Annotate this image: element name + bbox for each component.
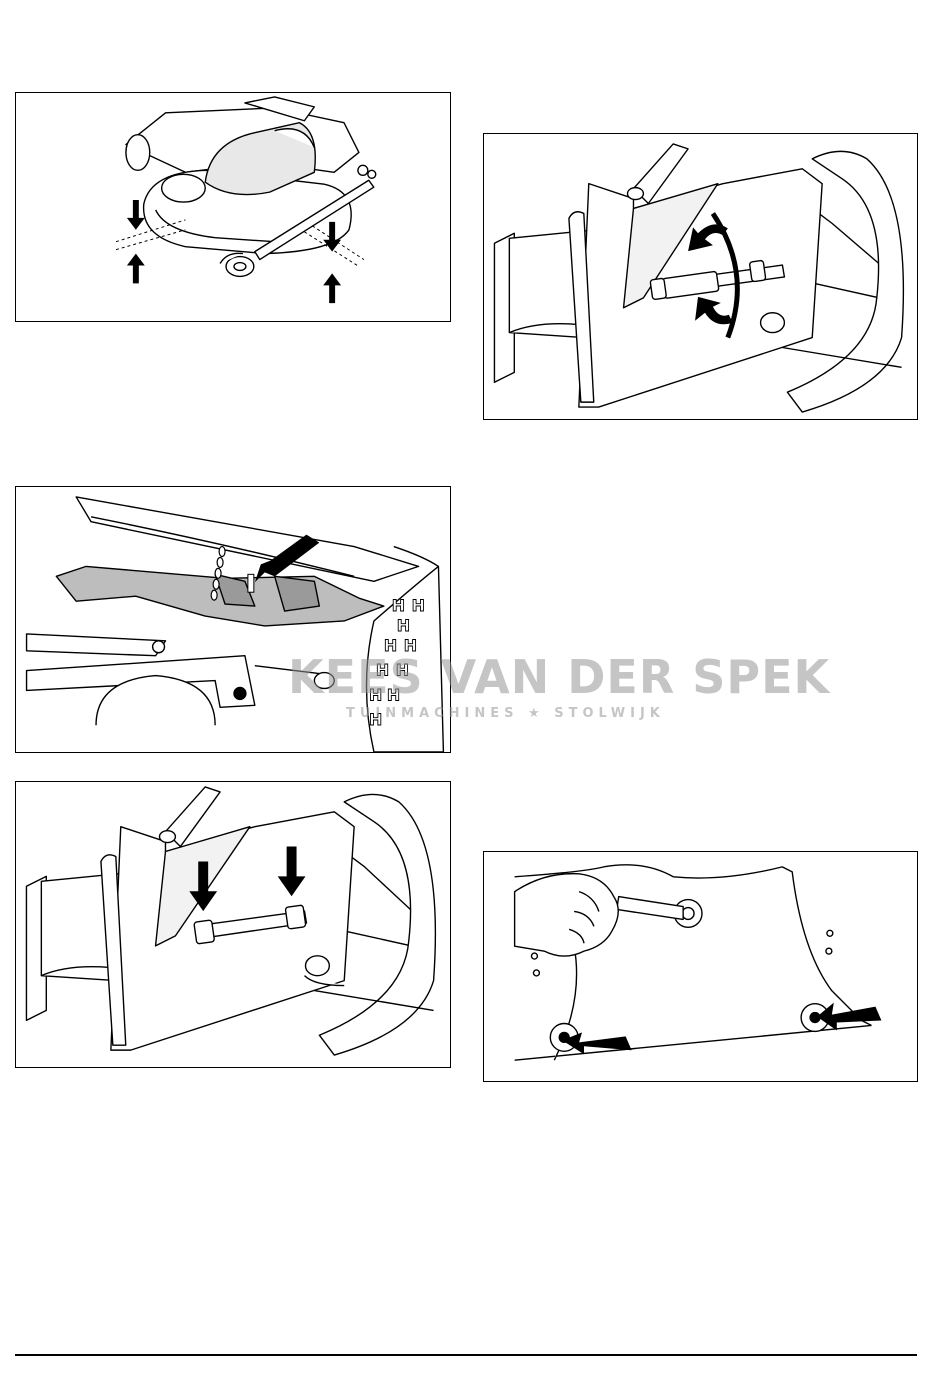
svg-text:H: H: [376, 661, 389, 680]
figure-turnbuckle: [483, 133, 918, 420]
svg-text:H: H: [397, 616, 410, 635]
deck-level-illustration: [16, 93, 450, 321]
arrow-down-left: [127, 200, 145, 230]
svg-text:H: H: [384, 636, 397, 655]
svg-text:H: H: [412, 596, 425, 615]
figure-deck-screws: [483, 851, 918, 1082]
lock-nuts-illustration: [16, 782, 450, 1067]
turnbuckle-illustration: [484, 134, 917, 419]
deck-screws-illustration: [484, 852, 917, 1081]
svg-text:H: H: [387, 685, 400, 704]
arrow-up-right: [323, 273, 341, 303]
svg-text:H: H: [369, 685, 382, 704]
footer-rule: [15, 1354, 917, 1356]
svg-text:H: H: [369, 710, 382, 729]
arrow-up-left: [127, 254, 145, 284]
svg-text:H: H: [396, 661, 409, 680]
svg-text:H: H: [392, 596, 405, 615]
svg-text:H: H: [404, 636, 417, 655]
figure-deck-level: [15, 92, 451, 322]
figure-lock-nuts: [15, 781, 451, 1068]
